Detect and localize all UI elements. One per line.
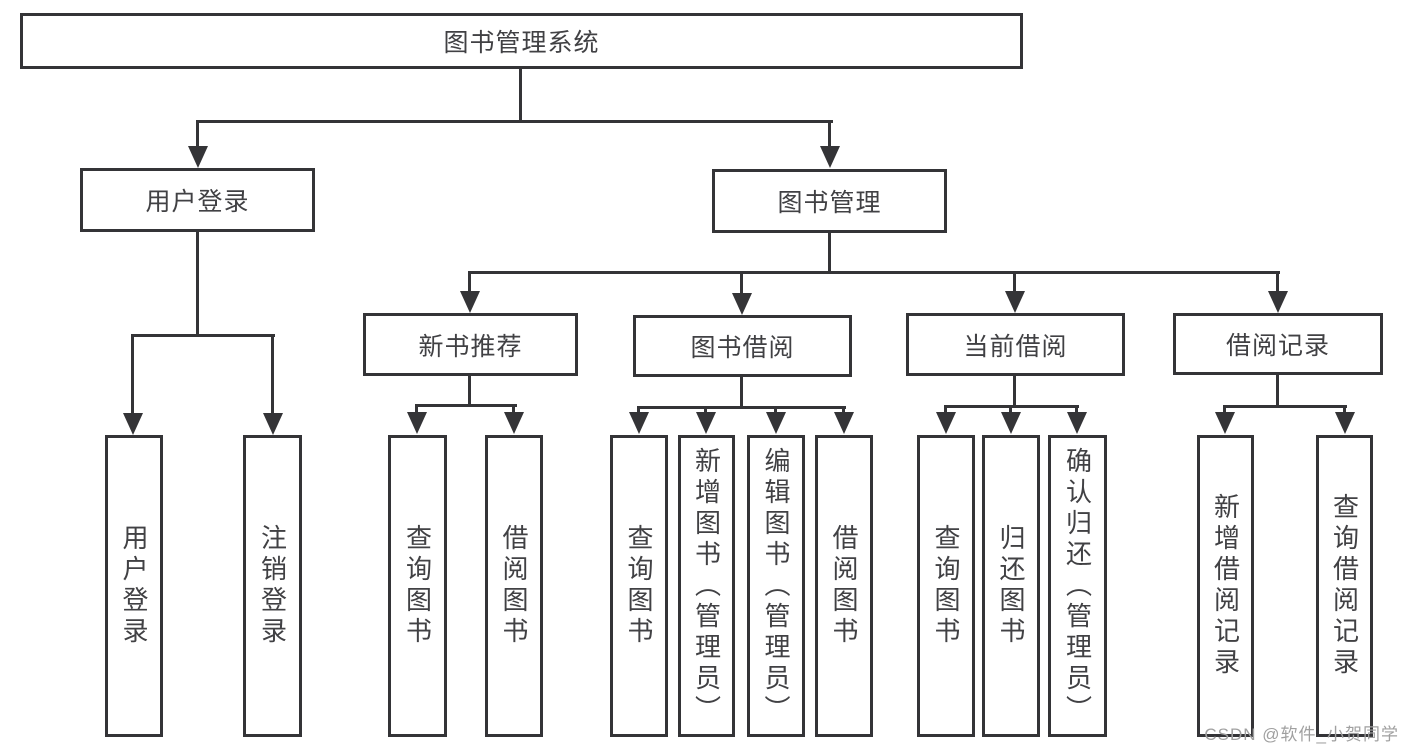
arrowhead-book-management — [820, 146, 840, 168]
node-borrow-records-label: 借阅记录 — [1225, 332, 1330, 360]
node-user-login-label: 用户登录 — [145, 188, 250, 216]
connector-borrow-arrow3-stem — [774, 406, 777, 414]
arrowhead-user-login — [188, 146, 208, 168]
connector-records-arrow2-stem — [1343, 405, 1346, 414]
leaf-user-login-label: 用户登录 — [119, 524, 149, 648]
connector-borrow-arrow4-stem — [842, 406, 845, 414]
leaf-edit-books-admin-label: 编辑图书（管理员） — [761, 446, 791, 726]
node-current-borrow-label: 当前借阅 — [963, 332, 1068, 361]
leaf-query-books-borrow-label: 查询图书 — [624, 524, 654, 648]
connector-root-arrow-right-stem — [828, 120, 831, 148]
arrowhead-query-books-recommend — [407, 412, 427, 434]
arrowhead-new-book-recommend — [460, 291, 480, 313]
leaf-query-borrow-record-label: 查询借阅记录 — [1329, 493, 1360, 679]
arrowhead-current-borrow — [1005, 291, 1025, 313]
connector-current-arrow1-stem — [944, 405, 947, 414]
arrowhead-borrow-books-recommend — [504, 412, 524, 434]
leaf-user-login: 用户登录 — [105, 435, 163, 737]
leaf-query-books-recommend-label: 查询图书 — [402, 524, 433, 648]
connector-login-arrow1-stem — [131, 334, 134, 415]
arrowhead-query-books-borrow — [629, 412, 649, 434]
connector-records-hline — [1223, 405, 1347, 408]
connector-recommend-arrow2-stem — [512, 404, 515, 414]
node-new-book-recommend: 新书推荐 — [363, 313, 578, 376]
leaf-return-books: 归还图书 — [982, 435, 1040, 737]
arrowhead-edit-books-admin — [766, 412, 786, 434]
arrowhead-add-borrow-record — [1215, 412, 1235, 434]
leaf-query-books-borrow: 查询图书 — [610, 435, 668, 737]
connector-mgmt-arrow2-stem — [740, 271, 743, 293]
arrowhead-leaf-user-login — [123, 413, 143, 435]
connector-current-arrow3-stem — [1075, 405, 1078, 414]
leaf-borrow-books: 借阅图书 — [815, 435, 873, 737]
connector-root-arrow-left-stem — [196, 120, 199, 148]
leaf-edit-books-admin: 编辑图书（管理员） — [747, 435, 805, 737]
arrowhead-query-books-current — [936, 412, 956, 434]
connector-current-arrow2-stem — [1009, 405, 1012, 414]
leaf-logout-label: 注销登录 — [257, 524, 288, 648]
leaf-return-books-label: 归还图书 — [996, 524, 1026, 648]
connector-borrow-arrow1-stem — [637, 406, 640, 414]
leaf-query-borrow-record: 查询借阅记录 — [1316, 435, 1373, 737]
node-borrow-records: 借阅记录 — [1173, 313, 1383, 375]
arrowhead-leaf-logout — [263, 413, 283, 435]
connector-records-arrow1-stem — [1223, 405, 1226, 414]
csdn-watermark: CSDN @软件_小贺同学 — [1204, 725, 1399, 744]
connector-root-hline — [197, 120, 833, 123]
node-book-borrow: 图书借阅 — [633, 315, 852, 377]
node-user-login: 用户登录 — [80, 168, 315, 232]
connector-borrow-stem — [740, 377, 743, 408]
node-current-borrow: 当前借阅 — [906, 313, 1125, 376]
leaf-borrow-books-label: 借阅图书 — [829, 524, 859, 648]
leaf-add-borrow-record: 新增借阅记录 — [1197, 435, 1254, 737]
connector-mgmt-hline — [468, 271, 1280, 274]
node-book-management-label: 图书管理 — [777, 189, 882, 217]
leaf-query-books-recommend: 查询图书 — [388, 435, 447, 737]
leaf-add-books-admin-label: 新增图书（管理员） — [691, 446, 722, 726]
arrowhead-add-books-admin — [696, 412, 716, 434]
connector-borrow-hline — [637, 406, 846, 409]
leaf-confirm-return-admin: 确认归还（管理员） — [1048, 435, 1107, 737]
connector-recommend-stem — [468, 376, 471, 407]
node-book-management: 图书管理 — [712, 169, 947, 233]
node-new-book-recommend-label: 新书推荐 — [418, 332, 523, 361]
connector-records-stem — [1276, 375, 1279, 407]
connector-login-arrow2-stem — [271, 334, 274, 415]
connector-mgmt-arrow3-stem — [1013, 271, 1016, 293]
leaf-borrow-books-recommend-label: 借阅图书 — [499, 524, 529, 648]
connector-current-stem — [1013, 376, 1016, 407]
connector-root-stem — [519, 69, 522, 123]
connector-mgmt-arrow4-stem — [1276, 271, 1279, 293]
arrowhead-return-books — [1001, 412, 1021, 434]
node-book-borrow-label: 图书借阅 — [690, 334, 795, 362]
connector-mgmt-arrow1-stem — [468, 271, 471, 293]
arrowhead-book-borrow — [732, 293, 752, 315]
node-root: 图书管理系统 — [20, 13, 1023, 69]
leaf-borrow-books-recommend: 借阅图书 — [485, 435, 543, 737]
connector-recommend-hline — [415, 404, 517, 407]
connector-mgmt-stem — [828, 233, 831, 274]
arrowhead-confirm-return-admin — [1067, 412, 1087, 434]
arrowhead-query-borrow-record — [1335, 412, 1355, 434]
arrowhead-borrow-books — [834, 412, 854, 434]
leaf-query-books-current-label: 查询图书 — [931, 524, 961, 648]
arrowhead-borrow-records — [1268, 291, 1288, 313]
connector-recommend-arrow1-stem — [415, 404, 418, 414]
connector-login-hline — [131, 334, 275, 337]
node-root-label: 图书管理系统 — [443, 29, 600, 57]
leaf-logout: 注销登录 — [243, 435, 302, 737]
leaf-query-books-current: 查询图书 — [917, 435, 975, 737]
leaf-add-books-admin: 新增图书（管理员） — [678, 435, 735, 737]
connector-borrow-arrow2-stem — [704, 406, 707, 414]
leaf-add-borrow-record-label: 新增借阅记录 — [1210, 493, 1241, 679]
leaf-confirm-return-admin-label: 确认归还（管理员） — [1062, 446, 1093, 726]
connector-login-stem — [196, 232, 199, 336]
